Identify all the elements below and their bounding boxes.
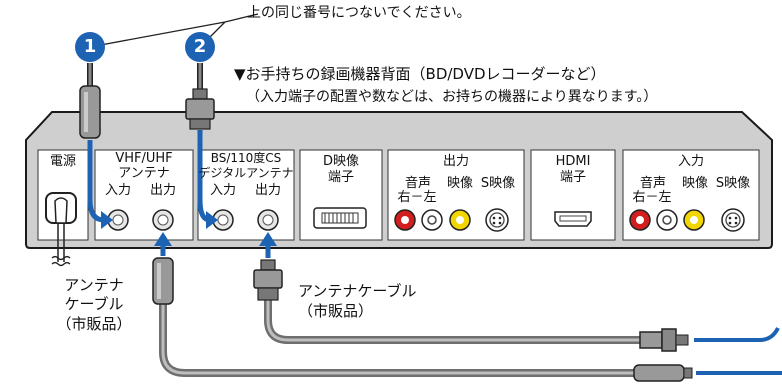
output-audio-left-port-icon [421,209,443,231]
antenna-cable-right-arrowhead [259,232,277,246]
antenna-cable-right-plug [253,259,283,301]
left-cable-caption-line2: ケーブル [64,295,124,313]
bs-in-label: 入力 [209,183,236,198]
right-cable-caption-line1: アンテナケーブル [298,282,417,300]
cable-2-arrowhead [206,211,218,229]
antenna-cable-left-arrowhead [154,232,172,246]
input-video-port-icon [683,209,705,231]
output-label: 出力 [442,154,469,169]
output-s-video-port-icon [485,208,509,232]
output-audio-label: 音声 [404,176,431,191]
instruction-leader-line [89,13,259,48]
cable-2-connector [185,63,215,130]
output-video-port-icon [449,209,471,231]
recorder-title: ▼お手持ちの録画機器背面（BD/DVDレコーダーなど） [234,65,606,83]
d-video-label-line2: 端子 [327,170,354,185]
bs-title-line2: デジタルアンテナ [198,166,294,180]
output-video-label: 映像 [446,176,473,191]
power-cord-wire [57,223,65,262]
right-cable-caption-line2: （市販品） [298,302,374,320]
input-audio-label: 音声 [639,176,666,191]
input-label: 入力 [677,154,704,169]
vhf-out-port-icon [152,209,174,231]
left-cable-caption-line1: アンテナ [64,276,124,294]
vhf-title-line1: VHF/UHF [115,151,173,166]
hdmi-port-icon [554,211,592,227]
antenna-cable-left-plug [152,257,174,305]
marker-1-badge [75,32,105,62]
marker-2-label: 2 [193,36,207,57]
input-s-video-label: S映像 [715,176,751,191]
input-video-label: 映像 [681,176,708,191]
input-s-video-port-icon [721,208,745,232]
instruction-text: 上の同じ番号につないでください。 [247,5,471,21]
cable-1-connector [79,63,101,139]
input-audio-left-port-icon [656,209,678,231]
left-cable-caption-line3: （市販品） [56,315,132,333]
vhf-out-label: 出力 [149,183,176,198]
input-audio-right-port-icon [629,209,651,231]
input-right-left-label: 右－左 [632,190,672,205]
bs-out-port-icon [257,209,279,231]
output-s-video-label: S映像 [480,176,516,191]
antenna-cable-right-end-plug [639,328,689,352]
hdmi-label-line2: 端子 [559,170,586,185]
bs-title-line1: BS/110度CS [210,151,282,165]
vhf-in-label: 入力 [104,183,131,198]
vhf-title-line2: アンテナ [118,166,170,181]
output-audio-right-port-icon [394,209,416,231]
cable-1-arrowhead [101,211,113,229]
output-right-left-label: 右－左 [397,190,437,205]
vhf-in-port-icon [107,209,129,231]
hdmi-label-line1: HDMI [555,154,591,169]
d-video-connector-icon [313,207,367,229]
marker-2-badge [185,32,215,62]
d-video-label-line1: D映像 [322,154,359,169]
power-label: 電源 [49,154,76,169]
antenna-cable-right-tail [694,327,780,342]
antenna-cable-left-end-plug [633,364,693,382]
power-cord-cut [51,255,71,267]
recorder-subtitle: （入力端子の配置や数などは、お持ちの機器により異なります。） [246,89,658,105]
bs-out-label: 出力 [254,183,281,198]
marker-1-label: 1 [83,36,97,57]
power-cord [54,197,68,224]
